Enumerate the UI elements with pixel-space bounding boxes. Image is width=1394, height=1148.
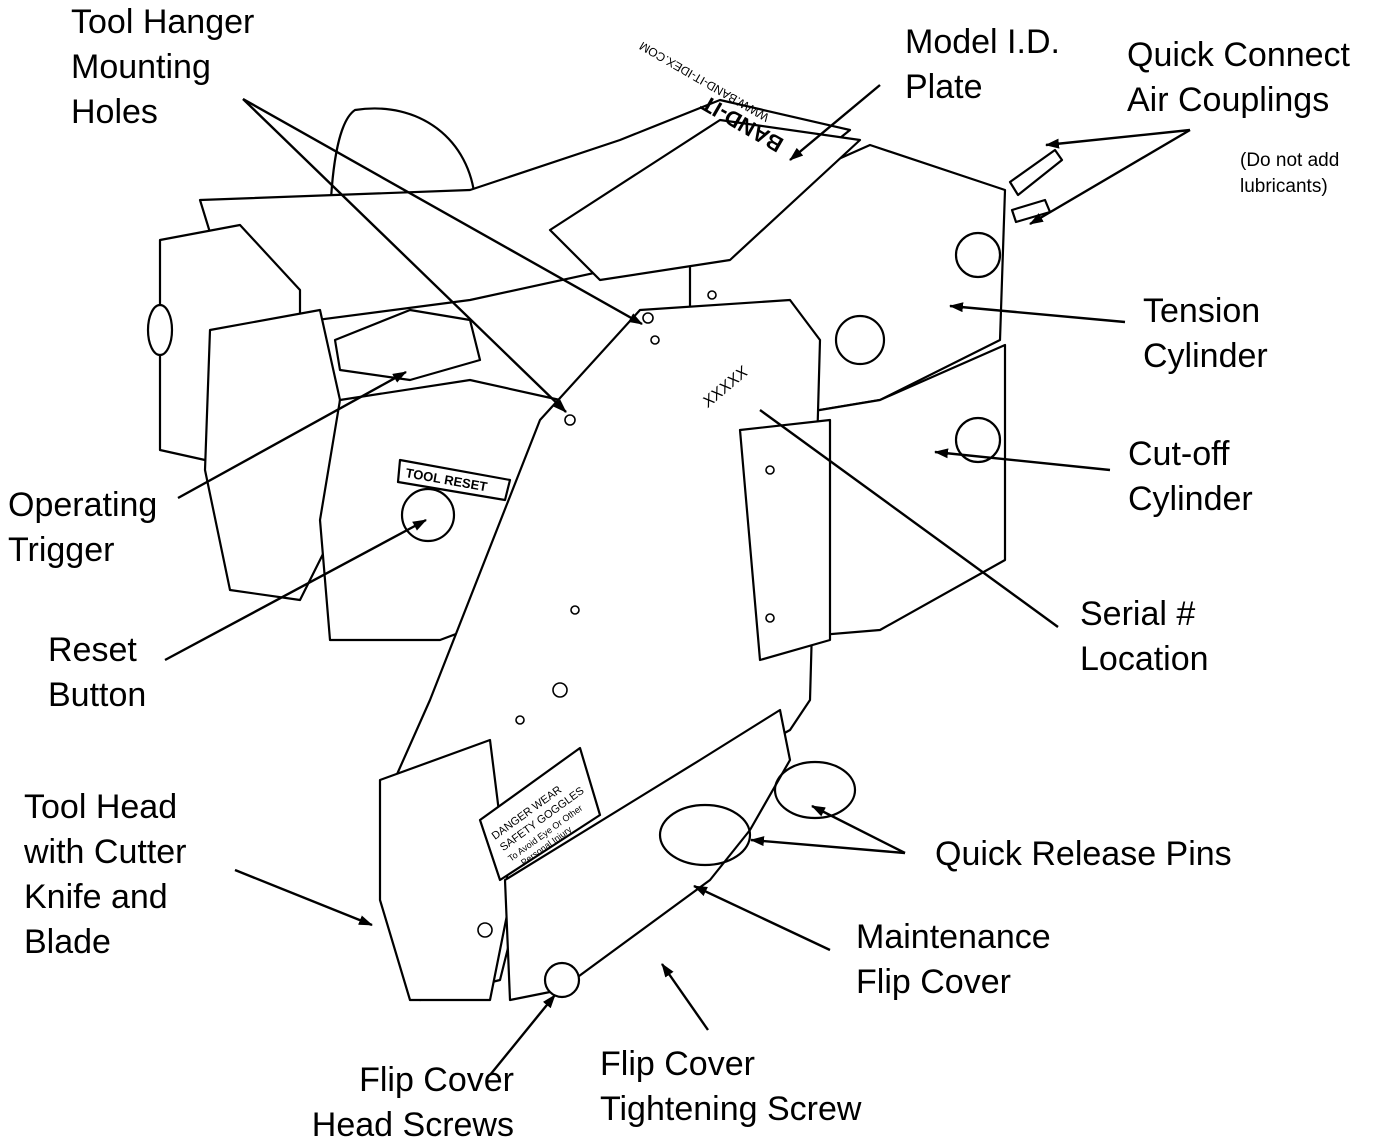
handle-grip	[203, 308, 342, 602]
tension-knob-front	[834, 314, 886, 366]
tightening-screw	[543, 961, 581, 999]
leader-release-b	[811, 804, 906, 855]
reset-plate	[396, 458, 512, 502]
hanger-hole-1	[564, 414, 576, 426]
leader-hanger-a	[242, 98, 567, 413]
leader-trigger	[177, 370, 407, 500]
hanger-hole-3	[650, 335, 660, 345]
label-maintenance-flip-cover: Maintenance Flip Cover	[856, 918, 1051, 1001]
trigger-guard	[333, 308, 482, 382]
side-panel-hole-1	[765, 465, 775, 475]
leader-maintenance	[693, 884, 831, 952]
note-do-not-add-lubricants: (Do not add lubricants)	[1240, 150, 1340, 197]
leader-serial	[759, 409, 1059, 628]
air-coupling-upper	[1008, 148, 1064, 197]
leader-hanger-b	[242, 97, 643, 326]
model-plate	[548, 118, 862, 282]
label-tool-head: Tool Head with Cutter Knife and Blade	[24, 788, 187, 961]
label-reset-button: Reset Button	[48, 631, 147, 714]
label-operating-trigger: Operating Trigger	[8, 486, 158, 569]
warning-plate	[478, 746, 602, 882]
label-cutoff-cylinder: Cut-off Cylinder	[1128, 435, 1253, 518]
hanger-hole-4	[707, 290, 717, 300]
leader-tension	[949, 302, 1126, 324]
leader-tool-head	[234, 868, 373, 927]
left-end-knob	[146, 303, 174, 357]
leader-model-id	[789, 84, 881, 161]
leader-head-screws	[489, 994, 556, 1076]
cutoff-knob	[954, 416, 1002, 464]
label-quick-release-pins: Quick Release Pins	[935, 835, 1232, 873]
frame-hole-2	[552, 682, 568, 698]
label-model-id-plate: Model I.D. Plate	[905, 23, 1060, 106]
tool-head	[378, 738, 512, 1002]
label-flip-cover-tightening-screw: Flip Cover Tightening Screw	[600, 1045, 862, 1128]
frame-hole-1	[570, 605, 580, 615]
side-panel-hole-2	[765, 613, 775, 623]
leader-tightening	[661, 963, 709, 1031]
leader-coupling-b	[1029, 128, 1191, 226]
tension-knob	[954, 231, 1002, 279]
label-tension-cylinder: Tension Cylinder	[1143, 292, 1268, 375]
head-screw-1	[477, 922, 493, 938]
release-pin-ring-1	[658, 803, 752, 867]
label-serial-location: Serial # Location	[1080, 595, 1209, 678]
leader-reset	[164, 518, 427, 662]
hanger-hole-2	[642, 312, 654, 324]
label-flip-cover-head-screws: Flip Cover Head Screws	[311, 1061, 514, 1144]
reset-button-shape	[400, 487, 456, 543]
leader-cutoff	[934, 448, 1111, 472]
leader-release-a	[750, 836, 906, 855]
label-quick-connect-air-couplings: Quick Connect Air Couplings	[1127, 36, 1350, 119]
frame-side-panel	[738, 418, 832, 662]
label-tool-hanger-mounting-holes: Tool Hanger Mounting Holes	[71, 3, 255, 131]
frame-hole-3	[515, 715, 525, 725]
leader-coupling-a	[1045, 128, 1191, 149]
release-pin-ring-2	[773, 760, 857, 820]
air-coupling-lower	[1010, 198, 1052, 224]
